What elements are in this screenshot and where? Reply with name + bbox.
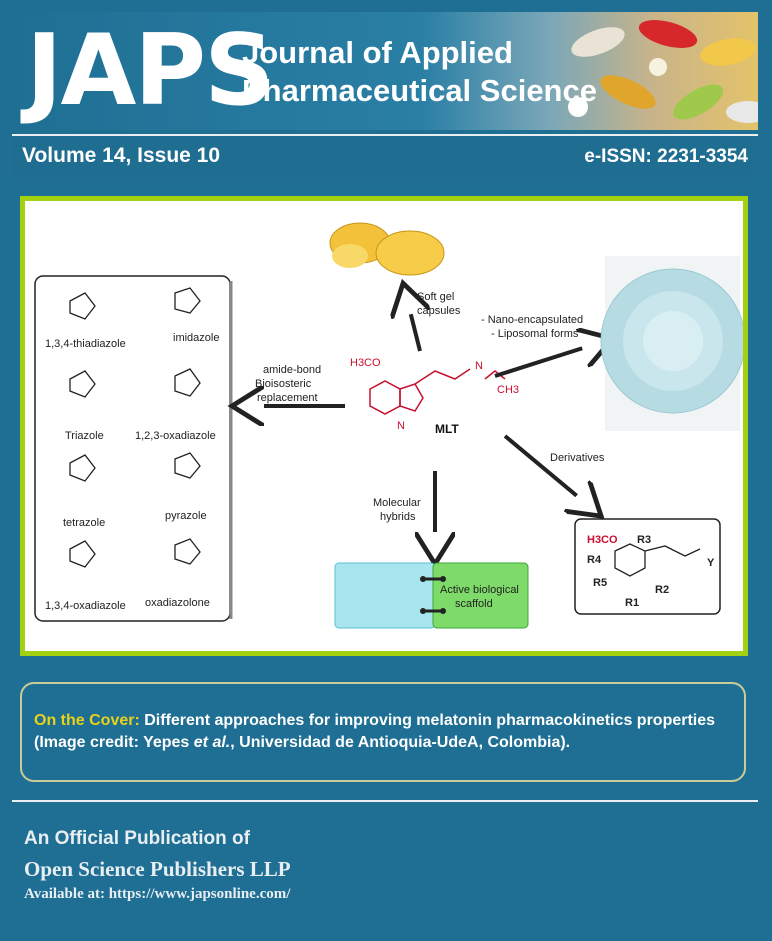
volume-issue: Volume 14, Issue 10 xyxy=(22,144,221,167)
ring-label-triazole: Triazole xyxy=(65,430,104,442)
hybrid-melatonin-box xyxy=(334,562,436,629)
header-banner: JAPS Journal of Applied Pharmaceutical S… xyxy=(12,12,758,130)
deriv-h3co: H3CO xyxy=(587,534,618,546)
soft-gel-capsules xyxy=(329,222,445,276)
ring-structures xyxy=(69,287,201,568)
deriv-r2: R2 xyxy=(655,584,669,596)
bioisostere-box xyxy=(34,275,231,622)
cover-caption: On the Cover: Different approaches for i… xyxy=(20,682,746,782)
deriv-r5: R5 xyxy=(593,577,607,589)
melatonin-substituent: H3CO xyxy=(350,357,381,369)
label-active-1: Active biological xyxy=(440,584,519,596)
label-active-2: scaffold xyxy=(455,598,493,610)
nanoparticle-sphere xyxy=(600,256,743,431)
caption-credit-suffix: , Universidad de Antioquia-UdeA, Colombi… xyxy=(230,734,571,751)
melatonin-label: MLT xyxy=(435,422,459,436)
pills-image xyxy=(568,20,758,123)
melatonin-ch3: CH3 xyxy=(497,384,519,396)
caption-credit-etal: et al. xyxy=(193,734,231,751)
journal-title-line-2: Pharmaceutical Science xyxy=(242,73,597,108)
footer: An Official Publication of Open Science … xyxy=(12,800,758,930)
caption-text: Different approaches for improving melat… xyxy=(144,712,716,729)
derivative-box xyxy=(574,518,721,615)
ring-label-pyrazole: pyrazole xyxy=(165,510,207,522)
publisher-name: Open Science Publishers LLP xyxy=(24,857,291,881)
label-derivatives: Derivatives xyxy=(550,452,605,464)
official-publication: An Official Publication of xyxy=(24,828,250,849)
ring-label-oxadiazole-123: 1,2,3-oxadiazole xyxy=(135,430,216,442)
deriv-r4: R4 xyxy=(587,554,602,566)
deriv-y: Y xyxy=(707,557,715,569)
melatonin-n: N xyxy=(475,360,483,372)
melatonin-nh: N xyxy=(397,420,405,432)
label-nano: - Nano-encapsulated xyxy=(481,314,583,326)
ring-label-oxadiazolone: oxadiazolone xyxy=(145,597,210,609)
availability-link[interactable]: Available at: https://www.japsonline.com… xyxy=(24,886,291,902)
ring-label-oxadiazole-134: 1,3,4-oxadiazole xyxy=(45,600,126,612)
hybrid-scaffold-box xyxy=(432,562,529,629)
deriv-r1: R1 xyxy=(625,597,639,609)
issn: e-ISSN: 2231-3354 xyxy=(584,146,748,167)
journal-title: Journal of Applied Pharmaceutical Scienc… xyxy=(242,34,597,110)
ring-label-tetrazole: tetrazole xyxy=(63,517,105,529)
label-liposomal: - Liposomal forms xyxy=(491,328,579,340)
ring-label-thiadiazole: 1,3,4-thiadiazole xyxy=(45,338,126,350)
label-amide-1: amide-bond xyxy=(263,364,321,376)
caption-credit-prefix: (Image credit: Yepes xyxy=(34,734,194,751)
melatonin-diagram: 1,3,4-thiadiazole imidazole Triazole 1,2… xyxy=(34,222,743,629)
melatonin-structure xyxy=(369,368,506,415)
volume-bar: Volume 14, Issue 10 e-ISSN: 2231-3354 xyxy=(12,134,758,180)
deriv-r3: R3 xyxy=(637,534,651,546)
label-hybrids-1: Molecular xyxy=(373,497,421,509)
label-amide-3: replacement xyxy=(257,392,318,404)
label-soft-gel: Soft gel xyxy=(417,291,454,303)
arrow-upright xyxy=(494,341,605,378)
cover-figure: 1,3,4-thiadiazole imidazole Triazole 1,2… xyxy=(20,196,748,656)
journal-title-line-1: Journal of Applied xyxy=(242,35,513,70)
label-amide-2: Bioisosteric xyxy=(255,378,312,390)
arrow-downright xyxy=(503,434,595,511)
label-soft-gel-2: capsules xyxy=(417,305,461,317)
ring-label-imidazole: imidazole xyxy=(173,332,219,344)
caption-label: On the Cover: xyxy=(34,712,140,729)
journal-logo: JAPS xyxy=(26,14,275,128)
arrow-up xyxy=(405,291,420,352)
label-hybrids-2: hybrids xyxy=(380,511,416,523)
